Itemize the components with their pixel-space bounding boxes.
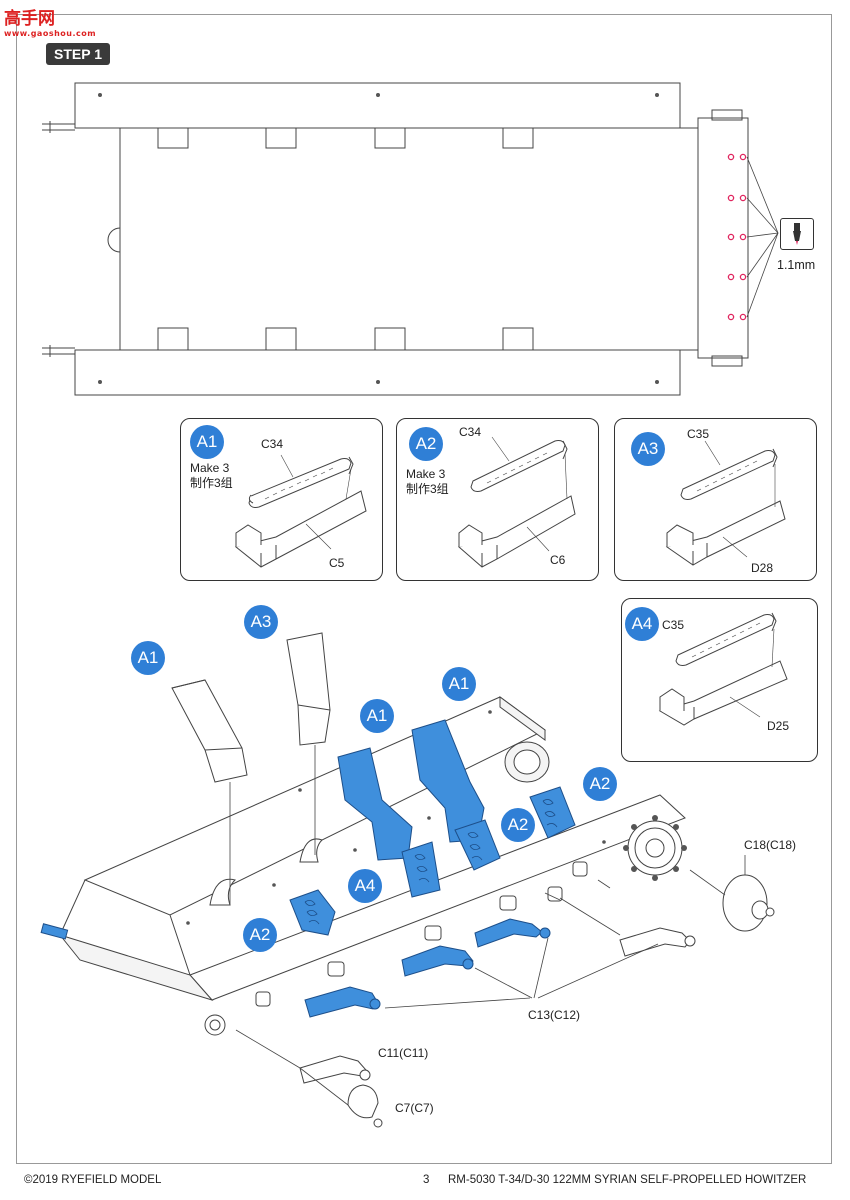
callout-a1: A1 Make 3 制作3组 C34 C5 [180,418,383,581]
spring-guides-blue [289,719,576,936]
drill-bit-icon [780,218,814,250]
part-label: C6 [550,553,566,567]
callout-a2-drawing [457,436,576,568]
callout-a4: A4 C35 D25 [621,598,818,762]
callout-a1-drawing [234,454,367,568]
part-label: D28 [751,561,774,575]
make-count-note: Make 3 制作3组 [406,467,449,497]
callout-a2: A2 Make 3 制作3组 C34 C6 [396,418,599,581]
callout-badge: A1 [190,425,224,459]
spring-coils [304,799,558,925]
drill-pointer-lines [746,156,779,318]
note-cn: 制作3组 [190,476,233,490]
front-bump [107,227,121,253]
drill-size-label: 1.1mm [777,258,816,272]
watermark-text: 高手网 [4,9,55,29]
callout-a4-drawing [658,612,788,726]
drill-holes [727,153,747,321]
footer-copyright: ©2019 RYEFIELD MODEL [24,1174,162,1186]
hull-side-assembly [40,696,687,1036]
callout-badge: A2 [409,427,443,461]
front-arms-white [299,1055,383,1128]
callout-badge: A4 [625,607,659,641]
part-label-c11: C11(C11) [378,1046,429,1060]
rear-plate [697,117,749,359]
suspension-arms-blue [304,918,551,1018]
assembly-badge: A1 [131,641,165,675]
footer-kit-title: RM-5030 T-34/D-30 122MM SYRIAN SELF-PROP… [448,1174,807,1186]
part-label-c13: C13(C12) [528,1008,581,1022]
watermark-logo: 高手网 www.gaoshou.com [4,4,96,38]
page-border [16,14,832,1164]
callout-badge: A3 [631,432,665,466]
note-cn: 制作3组 [406,482,449,496]
step-label: STEP 1 [46,43,110,65]
assembly-badge: A2 [501,808,535,842]
part-label: C35 [687,427,710,441]
part-label-c18: C18(C18) [744,838,797,852]
part-label: C34 [261,437,284,451]
spring-guides-white [171,632,331,783]
part-label: C34 [459,425,482,439]
leader-lines [235,855,746,1106]
note-en: Make 3 [190,461,230,475]
callout-a3: A3 C35 D28 [614,418,817,581]
arm-mounts [255,861,588,1007]
note-en: Make 3 [406,467,446,481]
assembly-badge: A4 [348,869,382,903]
part-label: C5 [329,556,345,570]
part-label-c7: C7(C7) [395,1101,434,1115]
hull-top-view [42,82,749,396]
suspension-arm-white [619,927,696,957]
hull-floor [119,127,699,351]
assembly-badge: A1 [442,667,476,701]
callout-a3-drawing [665,440,786,566]
assembly-badge: A2 [243,918,277,952]
part-label: D25 [767,719,790,733]
part-label: C35 [662,618,685,632]
drive-sprocket [623,815,687,881]
assembly-badge: A3 [244,605,278,639]
assembly-badge: A2 [583,767,617,801]
make-count-note: Make 3 制作3组 [190,461,233,491]
lower-fender [74,349,681,396]
footer-page-number: 3 [423,1174,430,1186]
upper-fender [74,82,681,129]
assembly-badge: A1 [360,699,394,733]
watermark-url: www.gaoshou.com [4,29,97,38]
idler-wheel [722,874,775,932]
